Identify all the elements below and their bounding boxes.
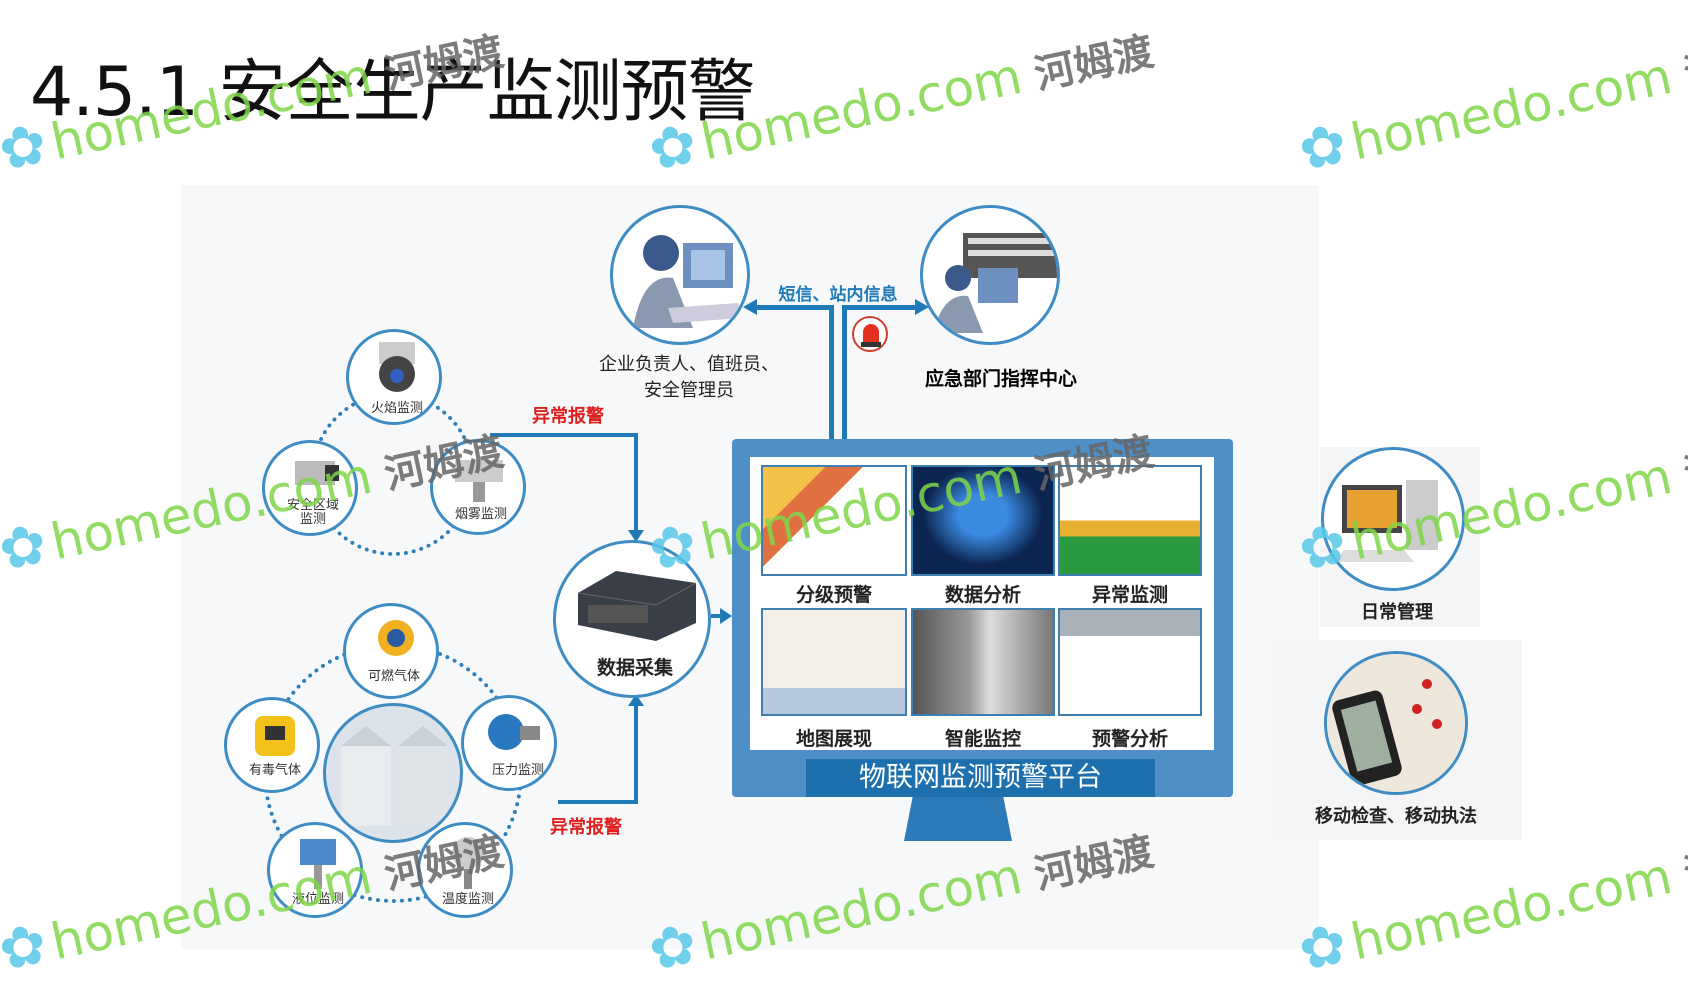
sensor-label: 温度监测 (441, 892, 495, 907)
sensor-level: 液位监测 (267, 822, 363, 918)
notify-label: 短信、站内信息 (778, 285, 898, 305)
connector-line (842, 305, 917, 310)
connector-line (829, 305, 834, 465)
tile-label: 预警分析 (1091, 728, 1169, 750)
tile-map-view[interactable] (761, 608, 907, 716)
watermark-cn: 河姆渡 (1680, 28, 1688, 99)
monitor-stand (904, 797, 1012, 841)
emergency-center-circle (920, 205, 1060, 345)
sensor-label: 火焰监测 (370, 401, 424, 416)
sensor-toxic-gas: 有毒气体 (224, 697, 320, 793)
tile-anomaly-monitor[interactable] (1058, 465, 1202, 576)
temperature-sensor-icon (452, 837, 484, 889)
tile-label: 分级预警 (795, 584, 873, 606)
ptz-camera-icon (455, 460, 503, 502)
tile-warning-analysis[interactable] (1058, 608, 1202, 716)
platform-title: 物联网监测预警平台 (806, 759, 1155, 797)
tile-label: 数据分析 (944, 584, 1022, 606)
connector-line (711, 614, 723, 618)
flower-logo-icon: ✿ (1293, 110, 1353, 185)
alarm-light-icon (852, 316, 888, 352)
sensor-label: 烟雾监测 (454, 507, 508, 522)
watermark-cn: 河姆渡 (1680, 428, 1688, 499)
daily-management-circle (1321, 447, 1465, 591)
dome-camera-icon (379, 342, 415, 392)
sensor-label: 有毒气体 (248, 763, 302, 778)
sensor-flame: 火焰监测 (346, 329, 442, 425)
page-title: 4.5.1 安全生产监测预警 (30, 53, 756, 132)
enterprise-label-line2: 安全管理员 (644, 380, 734, 401)
connector-line (842, 305, 847, 465)
enterprise-label: 企业负责人、值班员、安全管理员 (599, 352, 779, 404)
camera-icon (295, 461, 339, 485)
alarm-line (634, 705, 638, 804)
sensor-combustible-gas: 可燃气体 (343, 603, 439, 699)
mobile-map-icon (1327, 654, 1465, 792)
sensor-smoke: 烟雾监测 (430, 439, 526, 535)
tile-graded-warning[interactable] (761, 465, 907, 576)
mobile-inspection-circle (1324, 651, 1468, 795)
sensor-safe-area: 安全区域 监测 (262, 440, 358, 536)
tile-data-analysis[interactable] (911, 465, 1055, 576)
arrow-down-icon (628, 530, 644, 542)
watermark-cn: 河姆渡 (1030, 28, 1158, 99)
tile-label: 地图展现 (795, 728, 873, 750)
watermark-text: homedo.com (1346, 846, 1677, 972)
sensor-temperature: 温度监测 (417, 822, 513, 918)
alarm-line (558, 800, 638, 804)
collector-label: 数据采集 (596, 657, 674, 679)
alarm-line (634, 433, 638, 533)
server-icon (577, 571, 697, 641)
flower-logo-icon: ✿ (0, 910, 53, 984)
arrow-right-icon (720, 608, 732, 624)
emergency-label: 应急部门指挥中心 (924, 368, 1078, 390)
watermark-text: homedo.com (1346, 46, 1677, 172)
data-collector-circle: 数据采集 (553, 540, 711, 698)
tile-label: 智能监控 (944, 728, 1022, 750)
arrow-right-icon (915, 299, 929, 315)
silo-image (323, 703, 463, 843)
level-sensor-icon (300, 839, 336, 889)
connector-line (755, 305, 834, 310)
silo-icon (341, 726, 448, 826)
enterprise-staff-circle (610, 205, 750, 345)
toxic-detector-icon (255, 716, 295, 756)
sensor-label: 液位监测 (291, 892, 345, 907)
tile-smart-surveillance[interactable] (911, 608, 1055, 716)
alarm-label-bottom: 异常报警 (550, 817, 622, 838)
alarm-label-top: 异常报警 (532, 406, 604, 427)
sensor-label: 安全区域 监测 (286, 498, 340, 527)
gas-detector-icon (378, 620, 414, 656)
pressure-transmitter-icon (488, 714, 540, 750)
arrow-left-icon (743, 299, 757, 315)
daily-management-label: 日常管理 (1361, 602, 1433, 623)
watermark: ✿homedo.com河姆渡 (1293, 14, 1688, 185)
mobile-inspection-label: 移动检查、移动执法 (1315, 806, 1477, 827)
alarm-line (490, 433, 638, 437)
sensor-label: 压力监测 (491, 763, 545, 778)
enterprise-label-line1: 企业负责人、值班员、 (599, 354, 779, 375)
sensor-label: 可燃气体 (367, 669, 421, 684)
flower-logo-icon: ✿ (0, 510, 53, 585)
desktop-computer-icon (1334, 480, 1438, 562)
watermark-cn: 河姆渡 (1680, 828, 1688, 899)
operator-at-computer-icon (633, 235, 743, 328)
tile-label: 异常监测 (1091, 584, 1169, 606)
sensor-pressure: 压力监测 (461, 695, 557, 791)
command-center-icon (933, 233, 1057, 333)
